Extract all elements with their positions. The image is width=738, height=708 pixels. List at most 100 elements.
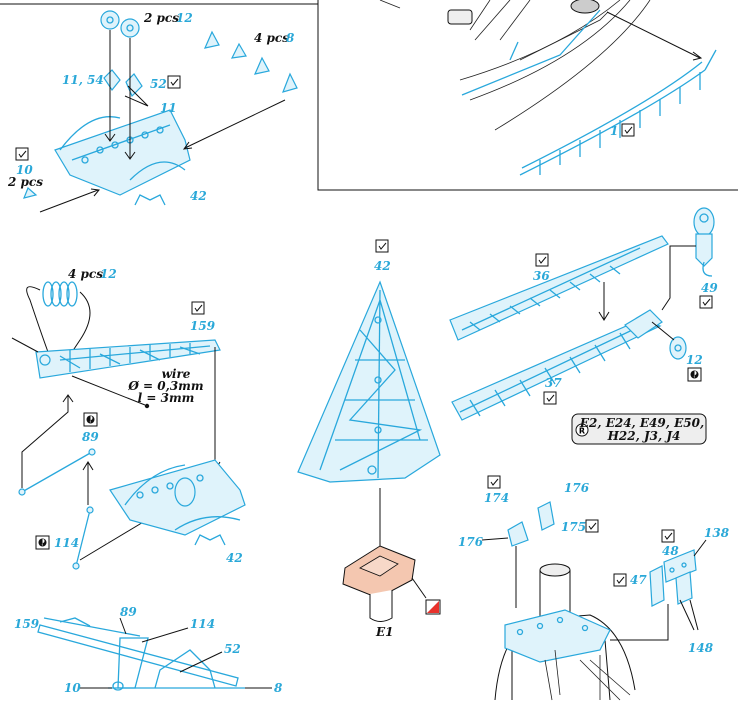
resin-parts-callout: R	[571, 413, 707, 445]
part-num-36: 36	[533, 269, 550, 283]
bottom-num-8: 8	[274, 681, 283, 695]
part-114-rod	[72, 506, 94, 570]
check-icon-174	[487, 475, 501, 489]
side-profile-assembly	[37, 617, 245, 691]
qty-4pcs-8: 4 pcs	[254, 31, 289, 45]
leader-b89	[119, 617, 127, 635]
check-icon-42-mast	[375, 239, 389, 253]
leader-8	[182, 99, 286, 150]
part-num-1: 1	[610, 124, 618, 138]
leader-159	[209, 347, 221, 471]
part-42-mast	[297, 280, 441, 483]
part-42-base-plate-mid	[109, 459, 246, 546]
check-icon-48	[661, 529, 675, 543]
qty-2pcs-12: 2 pcs	[143, 11, 179, 25]
check-box-icons	[15, 75, 713, 587]
top-border	[0, 0, 319, 5]
qty-2pcs-10: 2 pcs	[7, 175, 43, 189]
part-8-brackets	[203, 30, 298, 93]
part-10-hook-small	[23, 186, 38, 199]
part-num-12-right: 12	[686, 353, 703, 367]
leader-176b	[481, 537, 509, 541]
part-num-148: 148	[688, 641, 714, 655]
leader-47	[610, 604, 669, 641]
part-176-a	[537, 501, 555, 531]
leader-b114	[141, 627, 189, 643]
inset-frame	[317, 0, 738, 191]
part-num-176-a: 176	[564, 481, 590, 495]
bottom-num-10: 10	[64, 681, 81, 695]
part-num-11: 11	[160, 101, 177, 115]
part-num-175: 175	[561, 520, 586, 534]
part-num-176-b: 176	[458, 535, 484, 549]
wire-length: l = 3mm	[138, 391, 195, 405]
part-36-boom-upper	[449, 235, 669, 341]
part-num-49: 49	[701, 281, 718, 295]
part-num-138: 138	[704, 526, 730, 540]
part-47-48-138	[649, 549, 697, 607]
pulley-cable	[26, 286, 91, 356]
part-e1-resin-base	[342, 545, 416, 622]
part-42-base-plate-top	[54, 109, 191, 206]
bend-icon-12-right	[687, 367, 702, 382]
bend-icon-114	[35, 535, 50, 550]
part-num-48: 48	[662, 544, 679, 558]
part-174	[507, 521, 529, 547]
leader-paint	[411, 577, 427, 599]
part-12-pulleys-top	[100, 10, 140, 38]
bottom-num-89: 89	[120, 605, 137, 619]
mast-base-structure	[494, 563, 636, 701]
check-icon-175	[585, 519, 599, 533]
part-37-boom-lower	[451, 309, 663, 421]
leader-12-right	[651, 321, 675, 341]
check-icon-10	[15, 147, 29, 161]
wire-title: wire	[162, 367, 191, 381]
check-icon-36	[535, 253, 549, 267]
leader-89b	[82, 461, 94, 505]
leader-148	[679, 599, 699, 631]
leader-b52	[179, 651, 223, 673]
leader-36	[598, 282, 610, 321]
leader-49	[661, 245, 696, 311]
check-icon-159	[191, 301, 205, 315]
part-12-pulleys-4pcs	[42, 281, 78, 307]
part-159-jib	[35, 339, 221, 379]
part-num-42-mast: 42	[374, 259, 391, 273]
leader-12-a	[104, 30, 116, 142]
part-num-12-top: 12	[176, 11, 193, 25]
part-num-e1: E1	[375, 625, 394, 639]
leader-138	[693, 539, 707, 557]
qty-4pcs-12: 4 pcs	[68, 267, 103, 281]
part-num-42-top: 42	[190, 189, 207, 203]
wire-diameter: Ø = 0,3mm	[127, 379, 203, 393]
part-1-railing	[519, 49, 717, 176]
leader-10	[39, 188, 100, 213]
part-num-11-54: 11, 54	[62, 73, 104, 87]
leader-rail	[606, 11, 703, 61]
check-icon-37	[543, 391, 557, 405]
part-num-12-4pcs: 12	[100, 267, 117, 281]
resin-parts-line1: E2, E24, E49, E50,	[579, 416, 704, 430]
check-icon-49	[699, 295, 713, 309]
bottom-num-52: 52	[224, 642, 241, 656]
part-num-52: 52	[150, 77, 167, 91]
svg-text:R: R	[579, 427, 585, 436]
bend-symbol-icons	[35, 367, 702, 550]
wire-piece	[71, 375, 150, 409]
part-89-rod	[18, 448, 96, 496]
part-num-10: 10	[16, 163, 33, 177]
check-icon-52	[167, 75, 181, 89]
resin-parts-line2: H22, J3, J4	[607, 429, 681, 443]
bottom-num-114: 114	[190, 617, 215, 631]
part-12-pulley-right	[669, 336, 687, 360]
leader-89	[21, 394, 74, 488]
check-icon-1	[621, 123, 635, 137]
leader-11	[124, 85, 149, 107]
red-paint-icon	[425, 599, 441, 615]
inset-deck	[379, 0, 651, 131]
part-num-47: 47	[630, 573, 647, 587]
part-num-114: 114	[54, 536, 79, 550]
bottom-num-159: 159	[14, 617, 40, 631]
part-num-174: 174	[484, 491, 509, 505]
